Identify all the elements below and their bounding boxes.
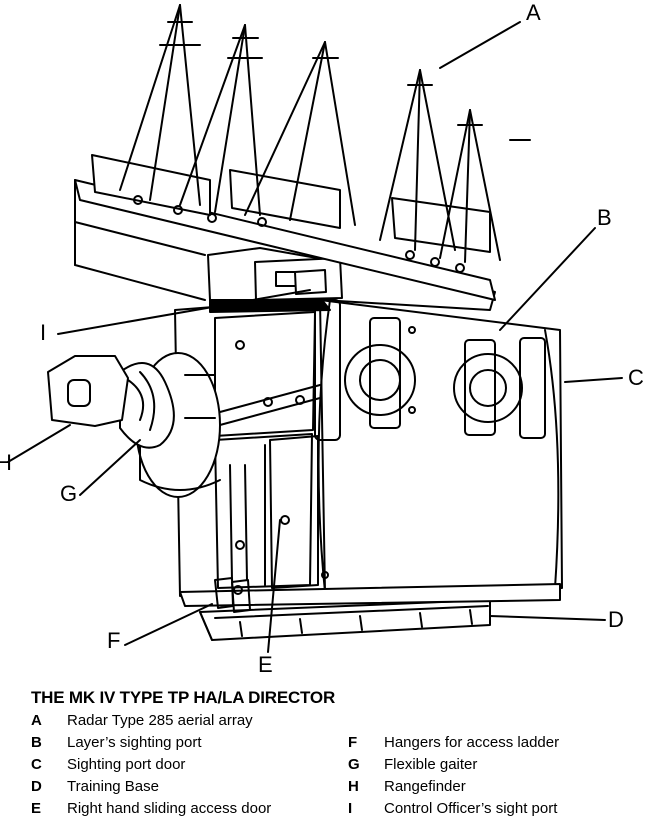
callout-h: H bbox=[0, 450, 12, 475]
callout-e: E bbox=[258, 652, 273, 677]
legend-text: Hangers for access ladder bbox=[384, 734, 560, 751]
legend-text: Right hand sliding access door bbox=[67, 800, 272, 817]
callout-f: F bbox=[107, 628, 121, 653]
legend-text: Sighting port door bbox=[67, 756, 186, 773]
legend-key: C bbox=[31, 756, 42, 773]
legend-item: H Rangefinder bbox=[348, 776, 559, 798]
legend-text: Radar Type 285 aerial array bbox=[67, 712, 253, 729]
legend-text: Rangefinder bbox=[384, 778, 466, 795]
aerial-array bbox=[74, 4, 531, 301]
legend-key: H bbox=[348, 778, 359, 795]
legend-key: G bbox=[348, 756, 360, 773]
legend-key: A bbox=[31, 712, 42, 729]
leader-lines bbox=[7, 21, 623, 653]
legend-left-column: A Radar Type 285 aerial array B Layer’s si… bbox=[31, 710, 271, 820]
callout-d: D bbox=[608, 607, 624, 632]
legend-item: D Training Base bbox=[31, 776, 271, 798]
legend-key: E bbox=[31, 800, 42, 817]
legend-item: F Hangers for access ladder bbox=[348, 732, 559, 754]
legend-item: A Radar Type 285 aerial array bbox=[31, 710, 271, 732]
callout-b: B bbox=[597, 205, 612, 230]
legend-right-column: F Hangers for access ladder G Flexible gai… bbox=[348, 732, 559, 820]
legend-text: Training Base bbox=[67, 778, 159, 795]
legend-text: Control Officer’s sight port bbox=[384, 800, 558, 817]
legend-key: D bbox=[31, 778, 42, 795]
legend-key: F bbox=[348, 734, 358, 751]
rangefinder-assembly bbox=[47, 352, 321, 498]
legend-item: C Sighting port door bbox=[31, 754, 271, 776]
legend-text: Flexible gaiter bbox=[384, 756, 478, 773]
legend-item: I Control Officer’s sight port bbox=[348, 798, 559, 820]
legend-text: Layer’s sighting port bbox=[67, 734, 202, 751]
callout-g: G bbox=[60, 481, 78, 506]
diagram-title: THE MK IV TYPE TP HA/LA DIRECTOR bbox=[31, 688, 336, 707]
legend-item: G Flexible gaiter bbox=[348, 754, 559, 776]
callout-c: C bbox=[628, 365, 644, 390]
callout-i: I bbox=[40, 320, 47, 345]
callout-a: A bbox=[526, 0, 541, 25]
legend-item: E Right hand sliding access door bbox=[31, 798, 271, 820]
legend-key: I bbox=[348, 800, 353, 817]
legend-key: B bbox=[31, 734, 42, 751]
director-line-drawing bbox=[7, 4, 623, 653]
legend-item: B Layer’s sighting port bbox=[31, 732, 271, 754]
